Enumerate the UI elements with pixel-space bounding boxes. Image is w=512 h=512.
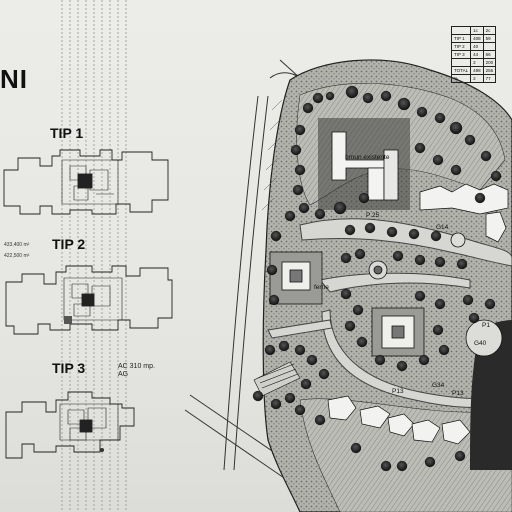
table-cell: 2 bbox=[470, 74, 484, 83]
table-cell: 66 bbox=[482, 50, 497, 59]
existing-building-label: brnun existente bbox=[345, 154, 390, 161]
table-cell: % bbox=[450, 74, 472, 83]
g40-label: G40 bbox=[474, 340, 487, 347]
tip3-note-line2: AG bbox=[118, 371, 129, 378]
table-cell: TIP 1 bbox=[450, 34, 472, 43]
table-cell: 40 bbox=[470, 42, 484, 51]
table-header-cell: 2c bbox=[482, 26, 497, 35]
tip3-note-line1: AC 310 mp. bbox=[118, 363, 155, 370]
tip2-area-2: 422,500 m² bbox=[4, 253, 30, 259]
dotted-guide-lines bbox=[61, 0, 127, 512]
sheet-title-fragment: NI bbox=[0, 64, 28, 94]
tip3-note: AC 310 mp. AG bbox=[118, 363, 155, 379]
p1-label: P1 bbox=[482, 322, 490, 329]
g14-label: G14 bbox=[436, 224, 449, 231]
table-cell: 77 bbox=[482, 74, 497, 83]
existing-building bbox=[318, 118, 410, 210]
table-cell: TIP 3 bbox=[450, 50, 472, 59]
residential-blocks-east bbox=[419, 183, 509, 243]
table-cell bbox=[450, 58, 472, 67]
table-row: TIP 1 408 59 bbox=[450, 34, 497, 43]
tip1-floor-plan bbox=[3, 149, 169, 215]
table-header-cell bbox=[450, 26, 472, 35]
table-row: TIP 3 44 66 bbox=[450, 50, 497, 59]
tip2-floor-plan bbox=[5, 265, 173, 335]
table-cell: 2 bbox=[470, 58, 484, 67]
table-row: TIP 2 40 bbox=[450, 42, 497, 51]
tip2-label: TIP 2 bbox=[52, 236, 86, 252]
tip1-label: TIP 1 bbox=[50, 125, 84, 141]
table-header-row: 1c 2c bbox=[450, 26, 497, 35]
table-cell: TIP 2 bbox=[450, 42, 472, 51]
tip3-floor-plan bbox=[5, 391, 135, 459]
table-cell: 408 bbox=[470, 34, 484, 43]
p13-label-1: P13 bbox=[392, 388, 404, 395]
table-header-cell: 1c bbox=[470, 26, 484, 35]
table-row: % 2 77 bbox=[450, 74, 497, 83]
table-row: 2 200 bbox=[450, 58, 497, 67]
ferne-label: ferne bbox=[314, 284, 329, 291]
striped-structure bbox=[253, 361, 301, 397]
unit-count-table: 1c 2c TIP 1 408 59 TIP 2 40 TIP 3 44 66 … bbox=[450, 26, 497, 83]
p13-label-2: P13 bbox=[452, 390, 464, 397]
trees bbox=[252, 85, 502, 472]
table-cell: 59 bbox=[482, 34, 497, 43]
table-cell: 44 bbox=[470, 50, 484, 59]
parking-label: P 25 bbox=[366, 212, 380, 219]
g34-label: G34 bbox=[432, 382, 445, 389]
central-compound bbox=[269, 232, 503, 357]
road-edge-hatching bbox=[261, 99, 283, 211]
table-cell: 498 bbox=[470, 66, 484, 75]
table-cell: TOTAL bbox=[450, 66, 472, 75]
tip3-label: TIP 3 bbox=[52, 360, 86, 376]
table-cell: 200 bbox=[482, 58, 497, 67]
table-cell: 256 bbox=[482, 66, 497, 75]
table-cell bbox=[482, 42, 497, 51]
tip2-area-1: 433,400 m² bbox=[4, 242, 30, 248]
table-row-total: TOTAL 498 256 bbox=[450, 66, 497, 75]
residential-blocks-south bbox=[327, 395, 471, 445]
